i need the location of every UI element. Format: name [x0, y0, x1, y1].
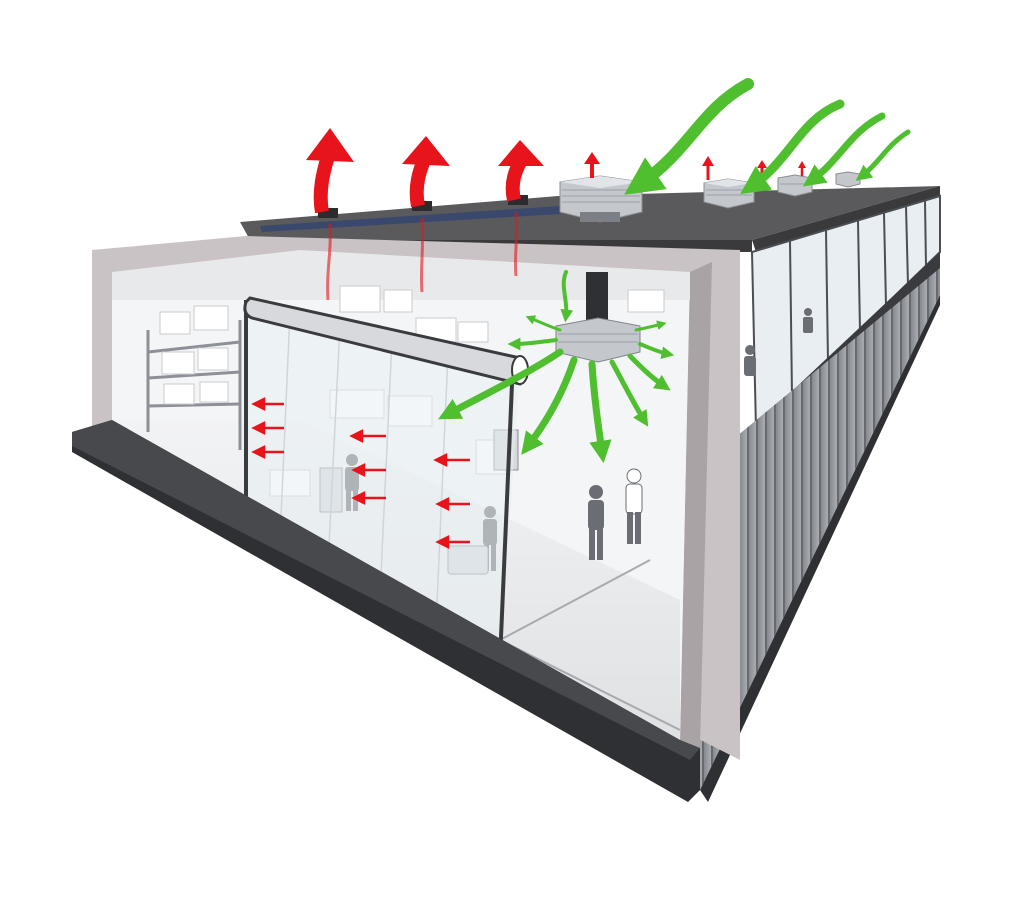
green-curved-arrow-icon [588, 360, 612, 464]
person-icon [625, 468, 643, 544]
side-wall [700, 194, 941, 802]
roof-skylight-strip [260, 206, 560, 232]
red-up-arrow-icon [402, 136, 450, 208]
floor-marking [499, 639, 681, 731]
red-left-arrow-icon [351, 462, 386, 478]
roof-vents [318, 195, 528, 218]
box [457, 321, 489, 343]
person-icon [588, 485, 604, 560]
roof-vent [318, 208, 338, 218]
air-curtain-heat-arrows [251, 396, 470, 550]
building-base [72, 420, 700, 802]
red-left-arrow-icon [251, 444, 284, 460]
roof-vent [412, 201, 432, 211]
evaporative-cooler-icon [559, 175, 643, 223]
red-left-arrow-icon [251, 396, 284, 412]
red-left-arrow-icon [433, 452, 470, 468]
hot-air-exhaust-arrows [306, 128, 806, 301]
person-icon [803, 308, 813, 333]
green-curved-arrow-icon [627, 353, 671, 391]
box [193, 305, 229, 331]
green-curved-arrow-icon [438, 348, 564, 420]
red-left-arrow-icon [435, 534, 470, 550]
evaporative-cooler-icon [777, 174, 813, 197]
evaporative-cooler-icon [835, 171, 861, 188]
box [197, 347, 229, 371]
green-curved-arrow-icon [609, 359, 649, 427]
front-frame [92, 236, 740, 760]
red-up-arrow-icon [702, 156, 714, 180]
evaporative-cooler-icon [703, 178, 755, 209]
box [159, 311, 191, 335]
cool-air-distribution-arrows [438, 270, 675, 464]
green-curved-arrow-icon [855, 129, 911, 181]
red-left-arrow-icon [349, 428, 386, 444]
red-up-arrow-icon [498, 140, 544, 202]
box [339, 285, 381, 313]
green-curved-arrow-icon [521, 356, 578, 455]
green-curved-arrow-icon [525, 315, 562, 332]
box [163, 383, 195, 405]
red-left-arrow-icon [351, 490, 386, 506]
green-curved-arrow-icon [740, 99, 845, 195]
green-curved-arrow-icon [507, 337, 558, 351]
green-curved-arrow-icon [624, 78, 754, 195]
side-cladding [700, 268, 940, 790]
red-left-arrow-icon [251, 420, 284, 436]
interior-cooler-unit [555, 272, 641, 363]
red-up-arrow-icon [798, 161, 806, 176]
box [627, 289, 665, 313]
red-up-arrow-icon [306, 128, 354, 214]
box [199, 381, 229, 403]
box [383, 289, 413, 313]
rising-hot-air [419, 217, 425, 293]
rising-hot-air [326, 223, 332, 301]
green-curved-arrow-icon [634, 320, 667, 332]
floor-marking [499, 559, 651, 641]
roof-vent [508, 195, 528, 205]
person-icon [744, 345, 756, 376]
rising-hot-air [513, 211, 519, 277]
fresh-air-intake-arrows [624, 78, 911, 195]
green-curved-arrow-icon [638, 342, 675, 360]
green-curved-arrow-icon [802, 112, 886, 187]
shelving-rack-icon [146, 320, 242, 450]
box [161, 351, 195, 375]
red-up-arrow-icon [584, 152, 600, 178]
side-window-mullions [789, 200, 927, 397]
green-curved-arrow-icon [560, 270, 574, 323]
red-left-arrow-icon [435, 496, 470, 512]
